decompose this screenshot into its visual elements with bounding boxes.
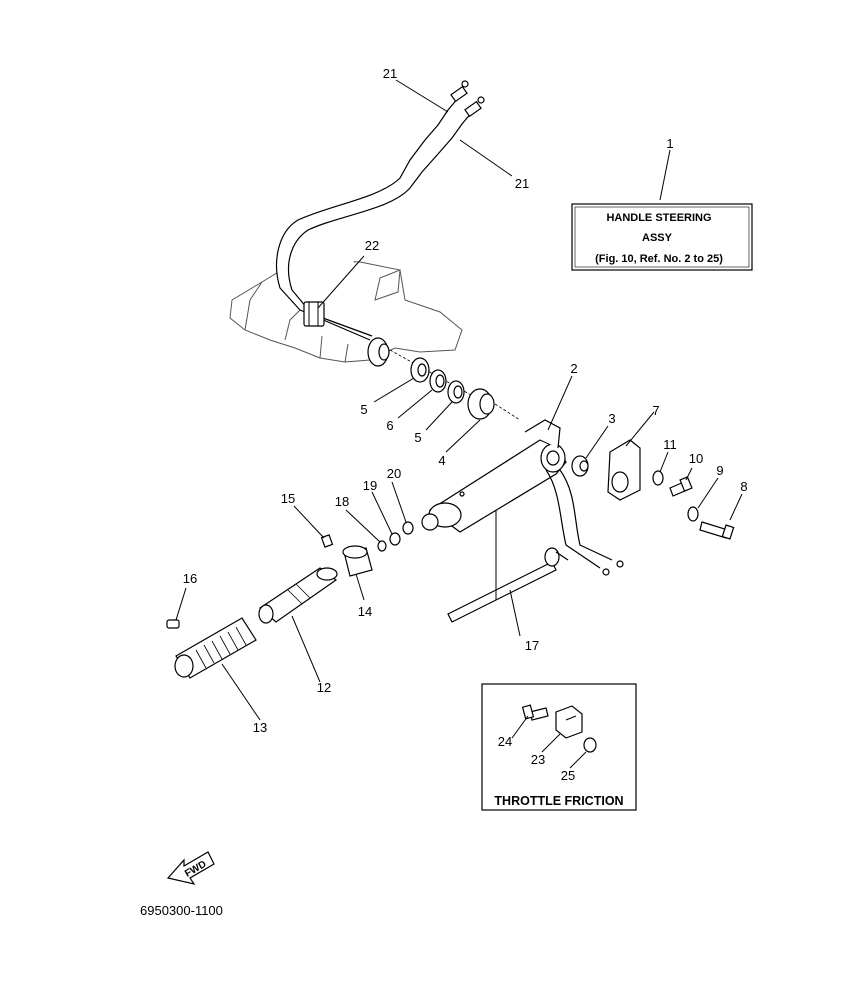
cable-clamp [303,301,325,327]
callout-6: 6 [386,418,393,433]
callout-17: 17 [525,638,539,653]
callout-12: 12 [317,680,331,695]
callout-7: 7 [652,403,659,418]
callout-4: 4 [438,453,445,468]
callout-21-lower: 21 [515,176,529,191]
callout-9: 9 [716,463,723,478]
callout-5-upper: 5 [360,402,367,417]
callout-25: 25 [561,768,575,783]
washer-5-lower [447,380,465,404]
assy-label-box: HANDLE STEERING ASSY (Fig. 10, Ref. No. … [571,203,753,271]
bolt-24 [521,704,549,721]
handle-bracket [421,419,567,533]
callout-numbers: 21 21 22 1 5 6 5 4 2 3 7 11 10 9 8 20 19… [183,66,748,783]
nut-20 [402,521,414,535]
throttle-grip [174,617,257,679]
friction-block-23 [555,705,583,739]
callout-10: 10 [689,451,703,466]
bolt-8 [699,521,735,540]
spring-19 [389,532,401,546]
friction-title: THROTTLE FRICTION [494,794,623,808]
washer-18 [377,540,387,552]
washer-11 [652,470,664,486]
callout-13: 13 [253,720,267,735]
callout-20: 20 [387,466,401,481]
throttle-shaft [447,547,569,623]
callout-22: 22 [365,238,379,253]
assy-line3: (Fig. 10, Ref. No. 2 to 25) [595,253,723,265]
callout-19: 19 [363,478,377,493]
nut-25 [583,737,597,753]
callout-21-upper: 21 [383,66,397,81]
callout-14: 14 [358,604,372,619]
cable-hose [545,469,624,576]
callout-11: 11 [663,437,677,452]
assy-line1: HANDLE STEERING [606,212,711,224]
callout-1: 1 [666,136,673,151]
figure-code: 6950300-1100 [140,903,223,918]
fwd-arrow-icon: FWD [166,851,215,885]
collar-14 [342,545,373,577]
callout-5-lower: 5 [414,430,421,445]
washer-9 [687,506,699,522]
leader-lines [175,79,743,721]
callout-18: 18 [335,494,349,509]
callout-15: 15 [281,491,295,506]
screw-15 [320,534,334,548]
assy-line2: ASSY [642,232,673,244]
fwd-label: FWD [183,859,208,880]
callout-16: 16 [183,571,197,586]
collar-3 [571,455,589,477]
callout-3: 3 [608,411,615,426]
callout-2: 2 [570,361,577,376]
bushing-4 [467,388,521,421]
screw-16 [166,619,180,629]
callout-8: 8 [740,479,747,494]
engine-bracket-outline [229,259,463,363]
callout-24: 24 [498,734,512,749]
callout-23: 23 [531,752,545,767]
throttle-cables [275,80,485,341]
washer-5-upper [410,357,430,383]
bolt-10 [669,476,693,497]
friction-plate [607,439,641,501]
grip-sleeve [258,567,338,624]
bushing-6 [429,369,447,393]
throttle-friction-box: THROTTLE FRICTION [481,683,637,811]
